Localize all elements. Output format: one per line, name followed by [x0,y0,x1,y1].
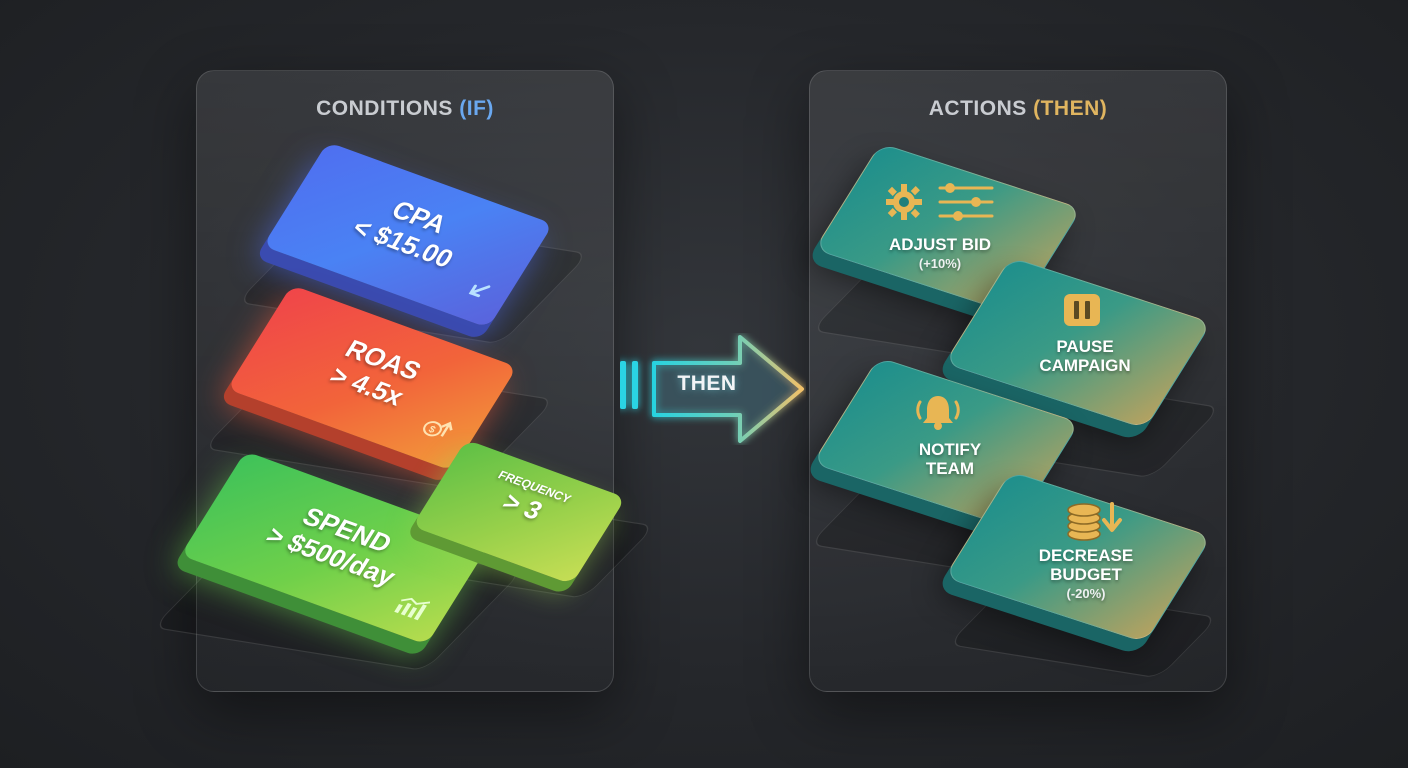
condition-cpa[interactable]: CPA < $15.00 [262,141,554,329]
condition-roas[interactable]: ROAS > 4.5x $ [226,284,518,472]
coins-down-icon [1064,498,1128,547]
condition-spend[interactable]: SPEND > $500/day [180,451,492,645]
action-notify-team-text: NOTIFY TEAM [918,440,982,478]
gear-sliders-icon [884,180,996,231]
arrow-down-left-icon [459,277,494,308]
then-label: THEN [677,372,737,395]
action-pause-campaign-text: PAUSE CAMPAIGN [1039,337,1131,375]
bar-chart-icon [389,591,433,626]
action-decrease-budget-text: DECREASE BUDGET (-20%) [1038,546,1134,601]
action-adjust-bid-text: ADJUST BID (+10%) [888,235,991,271]
conditions-title: CONDITIONS (IF) [316,97,494,120]
bell-icon [914,392,962,437]
coins-up-icon: $ [415,411,464,450]
svg-text:$: $ [426,424,437,435]
pause-icon [1062,292,1102,333]
then-arrow [620,335,804,443]
actions-title: ACTIONS (THEN) [928,97,1108,120]
